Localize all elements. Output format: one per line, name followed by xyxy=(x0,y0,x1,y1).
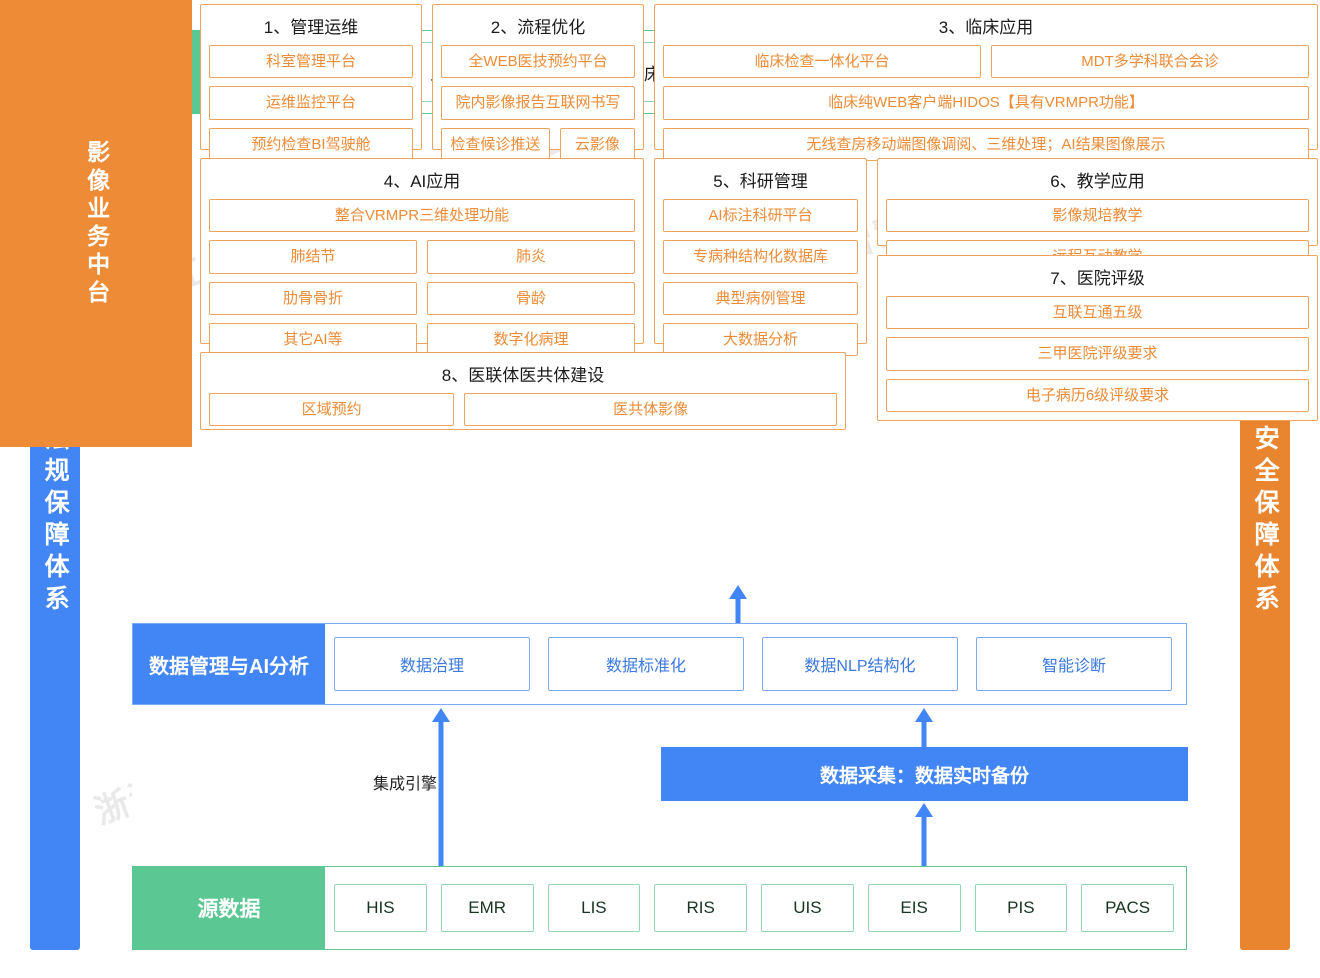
group-title: 7、医院评级 xyxy=(1050,269,1145,288)
group-cell-row: AI标注科研平台 xyxy=(663,199,858,233)
group-title: 5、科研管理 xyxy=(713,172,808,191)
platform-cell[interactable]: 检查候诊推送 xyxy=(441,127,550,161)
platform-cell[interactable]: 肺结节 xyxy=(209,240,417,274)
group-hospital-rating: 7、医院评级 互联互通五级 三甲医院评级要求 电子病历6级评级要求 xyxy=(877,255,1318,421)
group-medical-alliance: 8、医联体医共体建设 区域预约 医共体影像 xyxy=(200,352,846,430)
group-cell-row: 临床纯WEB客户端HIDOS【具有VRMPR功能】 xyxy=(663,86,1309,120)
platform-cell[interactable]: 数字化病理 xyxy=(427,322,635,356)
platform-cell[interactable]: 影像规培教学 xyxy=(886,199,1309,233)
group-cell-row: 三甲医院评级要求 xyxy=(886,337,1309,371)
imaging-platform-body: 1、管理运维 科室管理平台 运维监控平台 预约检查BI驾驶舱 2、流程优化 全W… xyxy=(192,0,1320,447)
platform-cell[interactable]: 骨龄 xyxy=(427,281,635,315)
platform-cell[interactable]: 全WEB医技预约平台 xyxy=(441,45,635,79)
source-chip-lis[interactable]: LIS xyxy=(547,884,641,932)
group-cell-row: 大数据分析 xyxy=(663,322,858,356)
platform-cell[interactable]: 整合VRMPR三维处理功能 xyxy=(209,199,635,233)
group-title: 2、流程优化 xyxy=(490,18,586,37)
platform-cell[interactable]: 肋骨骨折 xyxy=(209,281,417,315)
group-management-ops: 1、管理运维 科室管理平台 运维监控平台 预约检查BI驾驶舱 xyxy=(200,4,422,161)
data-chip-standardization[interactable]: 数据标准化 xyxy=(548,637,744,691)
group-title: 1、管理运维 xyxy=(263,18,359,37)
group-title: 4、AI应用 xyxy=(383,172,461,191)
platform-band-1: 1、管理运维 科室管理平台 运维监控平台 预约检查BI驾驶舱 2、流程优化 全W… xyxy=(200,4,1318,161)
group-cell-row: 肋骨骨折 骨龄 xyxy=(209,281,635,315)
group-cell-row: 区域预约 医共体影像 xyxy=(209,393,837,427)
source-data-row: 源数据 HIS EMR LIS RIS UIS EIS PIS PACS xyxy=(132,866,1187,950)
source-chip-pis[interactable]: PIS xyxy=(974,884,1068,932)
source-chip-his[interactable]: HIS xyxy=(334,884,427,932)
data-management-row: 数据管理与AI分析 数据治理 数据标准化 数据NLP结构化 智能诊断 xyxy=(132,623,1187,705)
data-chip-intelligent-diagnosis[interactable]: 智能诊断 xyxy=(976,637,1172,691)
platform-cell[interactable]: 临床检查一体化平台 xyxy=(663,45,981,79)
platform-cell[interactable]: MDT多学科联合会诊 xyxy=(991,45,1309,79)
source-chip-pacs[interactable]: PACS xyxy=(1081,884,1174,932)
platform-cell[interactable]: 大数据分析 xyxy=(663,322,858,356)
group-column-teaching-rating: 6、教学应用 影像规培教学 远程互动教学 7、医院评级 互联互通五级 xyxy=(877,158,1318,421)
data-management-label: 数据管理与AI分析 xyxy=(133,624,325,704)
data-collection-bar: 数据采集：数据实时备份 xyxy=(661,747,1188,801)
group-cell-row: 运维监控平台 xyxy=(209,86,413,120)
data-chip-governance[interactable]: 数据治理 xyxy=(334,637,530,691)
imaging-platform-label-box: 影像业务中台 xyxy=(0,0,192,447)
group-cell-row: 影像规培教学 xyxy=(886,199,1309,233)
group-teaching-application: 6、教学应用 影像规培教学 远程互动教学 xyxy=(877,158,1318,274)
platform-cell[interactable]: 三甲医院评级要求 xyxy=(886,337,1309,371)
platform-cell[interactable]: 区域预约 xyxy=(209,393,455,427)
source-chip-uis[interactable]: UIS xyxy=(761,884,854,932)
group-cell-row: 其它AI等 数字化病理 xyxy=(209,322,635,356)
group-cell-row: 临床检查一体化平台 MDT多学科联合会诊 xyxy=(663,45,1309,79)
group-title: 3、临床应用 xyxy=(938,18,1034,37)
platform-cell[interactable]: 运维监控平台 xyxy=(209,86,413,120)
group-ai-application: 4、AI应用 整合VRMPR三维处理功能 肺结节 肺炎 肋骨骨折 骨龄 其它AI… xyxy=(200,158,644,356)
group-cell-row: 整合VRMPR三维处理功能 xyxy=(209,199,635,233)
source-chip-ris[interactable]: RIS xyxy=(654,884,747,932)
group-cell-row: 院内影像报告互联网书写 xyxy=(441,86,635,120)
platform-cell[interactable]: 科室管理平台 xyxy=(209,45,413,79)
group-cell-row: 全WEB医技预约平台 xyxy=(441,45,635,79)
integration-engine-label: 集成引擎 xyxy=(373,776,438,793)
platform-cell[interactable]: 无线查房移动端图像调阅、三维处理；AI结果图像展示 xyxy=(663,127,1309,161)
platform-band-3: 8、医联体医共体建设 区域预约 医共体影像 xyxy=(200,352,1318,430)
platform-cell[interactable]: 专病种结构化数据库 xyxy=(663,240,858,274)
platform-cell[interactable]: 互联互通五级 xyxy=(886,296,1309,330)
arrow-collection-to-data xyxy=(909,708,939,750)
platform-cell[interactable]: AI标注科研平台 xyxy=(663,199,858,233)
platform-cell[interactable]: 其它AI等 xyxy=(209,322,417,356)
group-process-optimization: 2、流程优化 全WEB医技预约平台 院内影像报告互联网书写 检查候诊推送 云影像 xyxy=(432,4,644,161)
arrow-up-to-platform xyxy=(723,585,753,623)
source-chip-emr[interactable]: EMR xyxy=(440,884,534,932)
platform-cell[interactable]: 云影像 xyxy=(559,127,635,161)
platform-band-2: 4、AI应用 整合VRMPR三维处理功能 肺结节 肺炎 肋骨骨折 骨龄 其它AI… xyxy=(200,158,1318,421)
data-chip-nlp-structuring[interactable]: 数据NLP结构化 xyxy=(762,637,958,691)
group-research-management: 5、科研管理 AI标注科研平台 专病种结构化数据库 典型病例管理 大数据分析 xyxy=(654,158,867,356)
imaging-platform-row: 影像业务中台 1、管理运维 科室管理平台 运维监控平台 预约检查BI驾驶舱 xyxy=(0,0,1318,447)
group-cell-row: 肺结节 肺炎 xyxy=(209,240,635,274)
arrow-source-to-collection xyxy=(909,803,939,866)
imaging-platform-label: 影像业务中台 xyxy=(83,139,110,308)
platform-cell[interactable]: 典型病例管理 xyxy=(663,281,858,315)
arrow-integration-engine xyxy=(426,708,456,866)
group-cell-row: 科室管理平台 xyxy=(209,45,413,79)
group-cell-row: 无线查房移动端图像调阅、三维处理；AI结果图像展示 xyxy=(663,127,1309,161)
platform-cell[interactable]: 临床纯WEB客户端HIDOS【具有VRMPR功能】 xyxy=(663,86,1309,120)
source-data-chip-list: HIS EMR LIS RIS UIS EIS PIS PACS xyxy=(334,884,1174,932)
platform-cell[interactable]: 院内影像报告互联网书写 xyxy=(441,86,635,120)
source-chip-eis[interactable]: EIS xyxy=(867,884,961,932)
group-cell-row: 典型病例管理 xyxy=(663,281,858,315)
platform-cell[interactable]: 预约检查BI驾驶舱 xyxy=(209,127,413,161)
platform-cell[interactable]: 医共体影像 xyxy=(464,393,837,427)
group-title: 6、教学应用 xyxy=(1050,172,1145,191)
platform-cell[interactable]: 肺炎 xyxy=(427,240,635,274)
group-cell-row: 预约检查BI驾驶舱 xyxy=(209,127,413,161)
group-clinical-application: 3、临床应用 临床检查一体化平台 MDT多学科联合会诊 临床纯WEB客户端HID… xyxy=(654,4,1318,161)
group-cell-row: 检查候诊推送 云影像 xyxy=(441,127,635,161)
source-data-label: 源数据 xyxy=(133,867,325,949)
group-cell-row: 互联互通五级 xyxy=(886,296,1309,330)
platform-cell[interactable]: 电子病历6级评级要求 xyxy=(886,378,1309,412)
group-title: 8、医联体医共体建设 xyxy=(441,366,605,385)
group-cell-row: 电子病历6级评级要求 xyxy=(886,378,1309,412)
group-cell-row: 专病种结构化数据库 xyxy=(663,240,858,274)
data-management-chip-list: 数据治理 数据标准化 数据NLP结构化 智能诊断 xyxy=(334,637,1172,691)
